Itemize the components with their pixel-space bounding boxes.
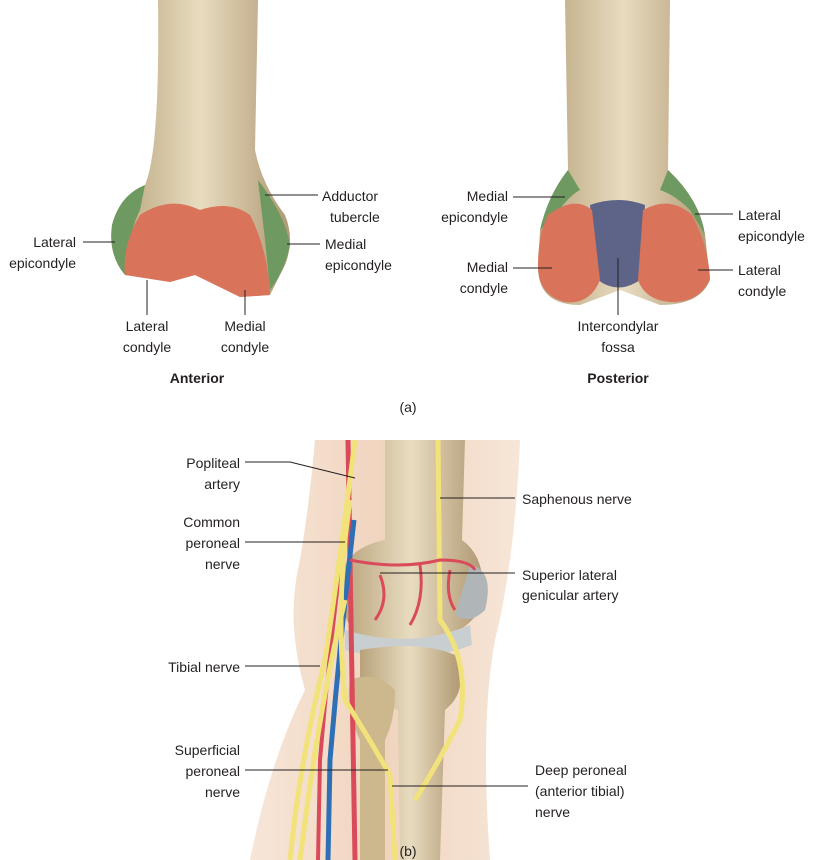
label-lateral-epicondyle-2: epicondyle xyxy=(738,228,805,244)
label-superficial-peroneal-nerve-2: peroneal xyxy=(186,763,241,779)
anterior-labels: Lateral epicondyle Adductor tubercle Med… xyxy=(9,188,392,386)
label-lateral-epicondyle-2: epicondyle xyxy=(9,255,76,271)
label-superior-lateral-genicular-artery-1: Superior lateral xyxy=(522,567,617,583)
label-lateral-condyle-1: Lateral xyxy=(126,318,169,334)
label-deep-peroneal-nerve-3: nerve xyxy=(535,804,570,820)
label-medial-condyle-2: condyle xyxy=(460,280,508,296)
label-popliteal-artery-1: Popliteal xyxy=(186,455,240,471)
label-lateral-condyle-2: condyle xyxy=(738,283,786,299)
label-medial-epicondyle-1: Medial xyxy=(467,188,508,204)
label-deep-peroneal-nerve-1: Deep peroneal xyxy=(535,762,627,778)
label-lateral-epicondyle-1: Lateral xyxy=(33,234,76,250)
label-superficial-peroneal-nerve-1: Superficial xyxy=(175,742,240,758)
label-superior-lateral-genicular-artery-2: genicular artery xyxy=(522,587,619,603)
posterior-femur-illustration xyxy=(538,0,710,305)
label-medial-condyle-2: condyle xyxy=(221,339,269,355)
label-adductor-tubercle-1: Adductor xyxy=(322,188,378,204)
label-intercondylar-fossa-2: fossa xyxy=(601,339,635,355)
label-medial-condyle-1: Medial xyxy=(224,318,265,334)
label-medial-epicondyle-2: epicondyle xyxy=(441,209,508,225)
posterior-labels: Medial epicondyle Lateral epicondyle Med… xyxy=(441,188,805,386)
label-common-peroneal-nerve-3: nerve xyxy=(205,556,240,572)
panel-b-labels: Popliteal artery Common peroneal nerve T… xyxy=(168,455,632,820)
label-common-peroneal-nerve-1: Common xyxy=(183,514,240,530)
label-saphenous-nerve: Saphenous nerve xyxy=(522,491,632,507)
label-medial-condyle-1: Medial xyxy=(467,259,508,275)
label-deep-peroneal-nerve-2: (anterior tibial) xyxy=(535,783,624,799)
label-medial-epicondyle-2: epicondyle xyxy=(325,257,392,273)
anterior-title: Anterior xyxy=(170,370,225,386)
label-medial-epicondyle-1: Medial xyxy=(325,236,366,252)
knee-lateral-view-illustration xyxy=(250,439,520,860)
label-popliteal-artery-2: artery xyxy=(204,476,240,492)
label-lateral-condyle-1: Lateral xyxy=(738,262,781,278)
label-superficial-peroneal-nerve-3: nerve xyxy=(205,784,240,800)
caption-b: (b) xyxy=(399,843,416,859)
caption-a: (a) xyxy=(399,399,416,415)
label-lateral-epicondyle-1: Lateral xyxy=(738,207,781,223)
label-tibial-nerve: Tibial nerve xyxy=(168,659,240,675)
posterior-title: Posterior xyxy=(587,370,649,386)
label-intercondylar-fossa-1: Intercondylar xyxy=(578,318,659,334)
label-common-peroneal-nerve-2: peroneal xyxy=(186,535,241,551)
anterior-femur-illustration xyxy=(111,0,290,297)
label-adductor-tubercle-2: tubercle xyxy=(330,209,380,225)
label-lateral-condyle-2: condyle xyxy=(123,339,171,355)
